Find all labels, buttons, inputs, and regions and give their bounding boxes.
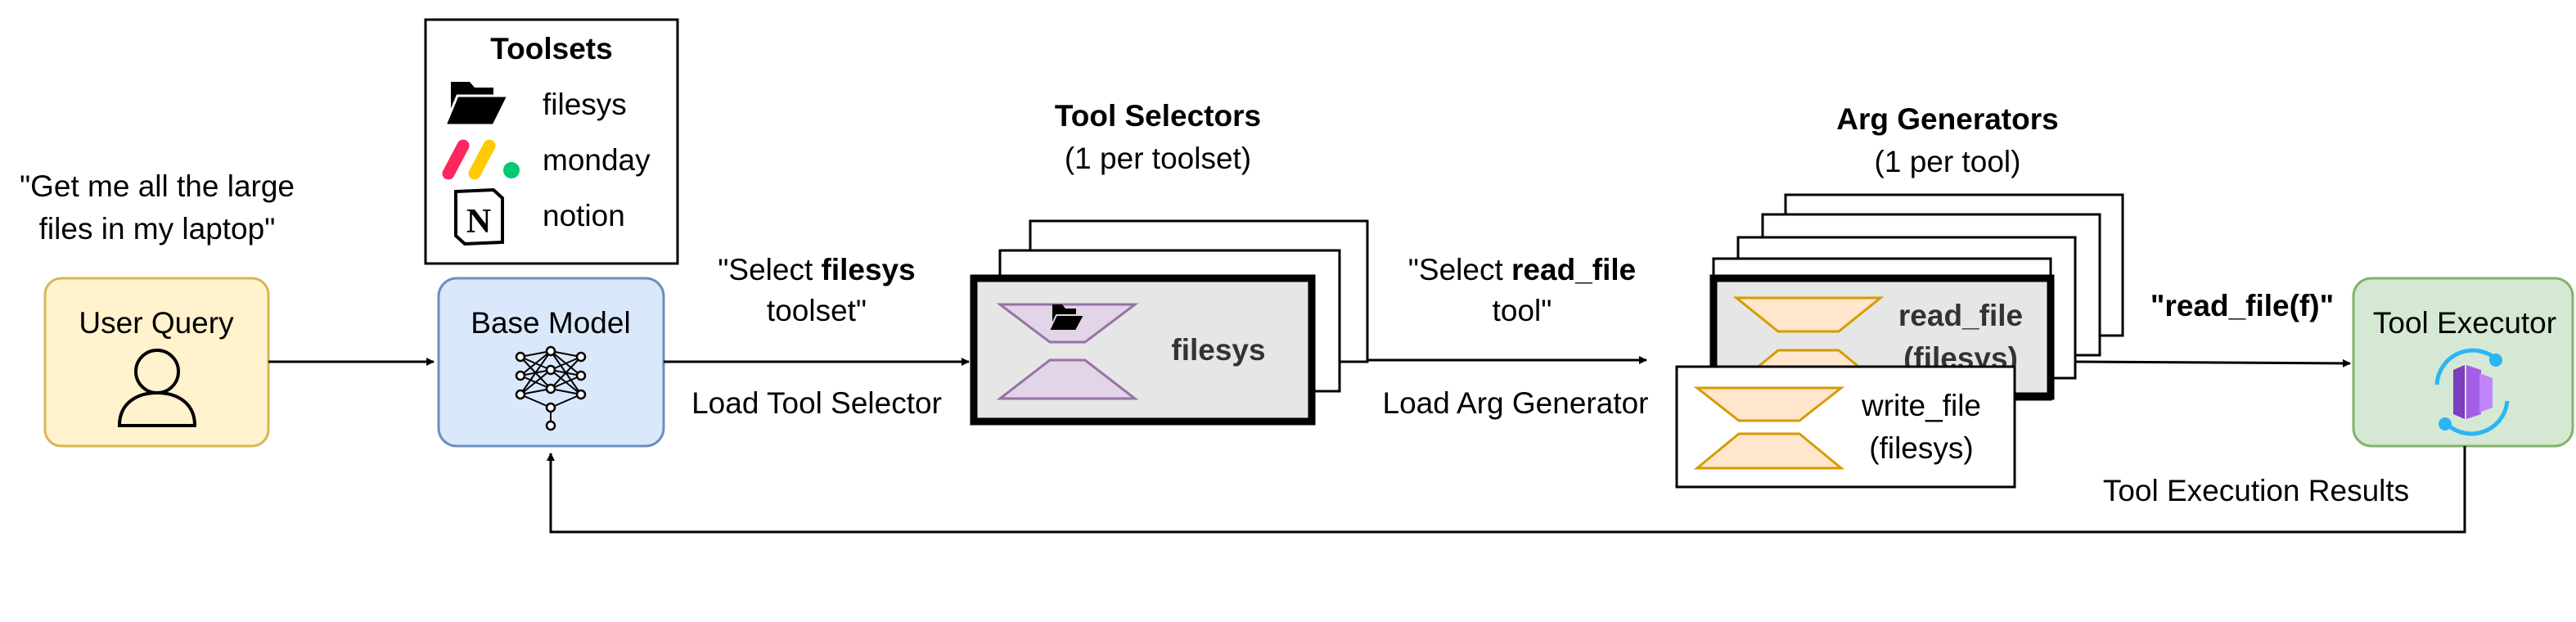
edge-read-file-call: "read_file(f)" — [2150, 289, 2334, 322]
arg-generators-subtitle: (1 per tool) — [1875, 145, 2021, 178]
edge-select-toolset-line2: toolset" — [767, 294, 867, 327]
arrow-results-to-model — [547, 446, 2466, 534]
folder-icon — [443, 82, 511, 127]
folder-icon — [1047, 304, 1086, 331]
tool-selector-card-label: filesys — [1171, 333, 1265, 367]
monday-logo-icon — [442, 139, 520, 180]
tool-selectors-subtitle: (1 per toolset) — [1065, 142, 1251, 175]
user-query-quote-line1: "Get me all the large — [20, 169, 295, 203]
write-file-toolset-label: (filesys) — [1869, 431, 1973, 465]
base-model-node: Base Model — [437, 277, 665, 448]
execution-engine-icon — [2434, 348, 2510, 436]
svg-text:N: N — [466, 203, 491, 241]
user-query-box — [43, 277, 270, 448]
toolset-label-notion: notion — [543, 199, 625, 232]
tool-selector-stack: filesys — [970, 219, 1369, 426]
toolset-label-monday: monday — [543, 143, 651, 177]
user-query-node: User Query — [43, 277, 270, 448]
toolsets-box: Toolsets filesys monday N notion — [424, 18, 679, 265]
edge-select-tool-line2: tool" — [1493, 294, 1552, 327]
arg-generators-title: Arg Generators — [1836, 102, 2058, 136]
read-file-label: read_file — [1898, 299, 2023, 332]
toolsets-title: Toolsets — [490, 32, 612, 65]
base-model-label: Base Model — [471, 306, 630, 340]
toolset-label-filesys: filesys — [543, 88, 627, 121]
edge-select-tool-line1: "Select read_file — [1408, 253, 1636, 286]
edge-select-toolset-line1: "Select filesys — [718, 253, 915, 286]
hourglass-icon — [1732, 296, 1885, 333]
tool-executor-label: Tool Executor — [2373, 306, 2556, 340]
arg-generator-stack: read_file (filesys) write_file (filesys) — [1675, 193, 2124, 489]
hourglass-icon — [1693, 386, 1845, 422]
tool-executor-node: Tool Executor — [2352, 277, 2574, 448]
tool-selectors-title: Tool Selectors — [1055, 99, 1261, 133]
user-icon — [117, 349, 197, 427]
user-query-label: User Query — [79, 306, 234, 340]
write-file-label: write_file — [1861, 389, 1981, 422]
hourglass-icon — [1693, 432, 1845, 470]
user-query-quote-line2: files in my laptop" — [39, 212, 276, 246]
edge-load-arg-generator: Load Arg Generator — [1383, 386, 1649, 420]
tool-executor-box — [2352, 277, 2574, 448]
edge-load-tool-selector: Load Tool Selector — [691, 386, 942, 420]
neural-network-icon — [515, 345, 587, 431]
notion-logo-icon: N — [454, 187, 504, 246]
arrow-argen-to-executor — [2074, 358, 2351, 367]
edge-tool-execution-results: Tool Execution Results — [2103, 474, 2409, 507]
